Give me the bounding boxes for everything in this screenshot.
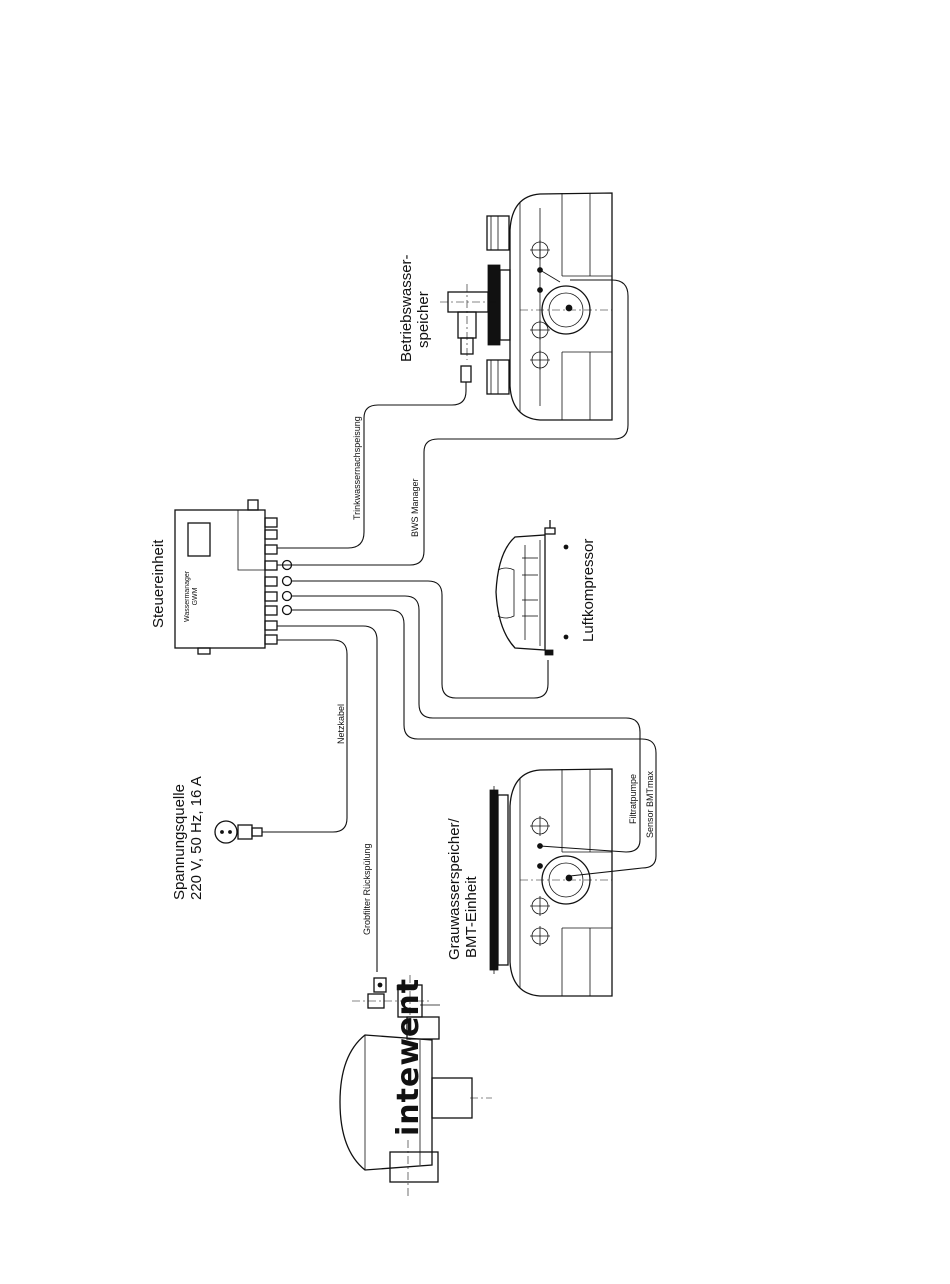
cable-label-netzkabel: Netzkabel <box>336 704 346 744</box>
spannungsquelle-label-line2: 220 V, 50 Hz, 16 A <box>188 776 205 900</box>
device-label-line2: GWM <box>192 571 200 622</box>
device-label-line1: Wassermanager <box>184 571 192 622</box>
grauwasserspeicher-label-line1: Grauwasserspeicher/ <box>446 818 463 960</box>
grauwasserspeicher-label: Grauwasserspeicher/ BMT-Einheit <box>446 818 481 960</box>
cable-label-trinkwasser: Trinkwassernachspeisung <box>352 416 362 520</box>
spannungsquelle-label: Spannungsquelle 220 V, 50 Hz, 16 A <box>171 776 206 900</box>
filter-logo: intewent <box>392 978 427 1136</box>
luftkompressor-unit <box>496 520 568 655</box>
betriebswasserspeicher-label: Betriebswasser- speicher <box>398 254 433 362</box>
cable-label-filtratpumpe: Filtratpumpe <box>628 774 638 824</box>
cable-label-grobfilter: Grobfilter Rückspülung <box>362 843 372 935</box>
device-label: Wassermanager GWM <box>184 571 200 622</box>
cable-label-sensor: Sensor BMTmax <box>645 771 655 838</box>
grauwasserspeicher-label-line2: BMT-Einheit <box>463 818 480 960</box>
luftkompressor-label: Luftkompressor <box>580 539 597 642</box>
connector-ports <box>265 518 292 644</box>
steuereinheit-label: Steuereinheit <box>150 540 167 628</box>
spannungsquelle-label-line1: Spannungsquelle <box>171 776 188 900</box>
power-plug <box>215 821 262 843</box>
betriebswasserspeicher-label-line2: speicher <box>415 254 432 362</box>
cable-label-bws-manager: BWS Manager <box>410 478 420 537</box>
grauwasserspeicher-tank <box>490 769 612 996</box>
betriebswasserspeicher-label-line1: Betriebswasser- <box>398 254 415 362</box>
